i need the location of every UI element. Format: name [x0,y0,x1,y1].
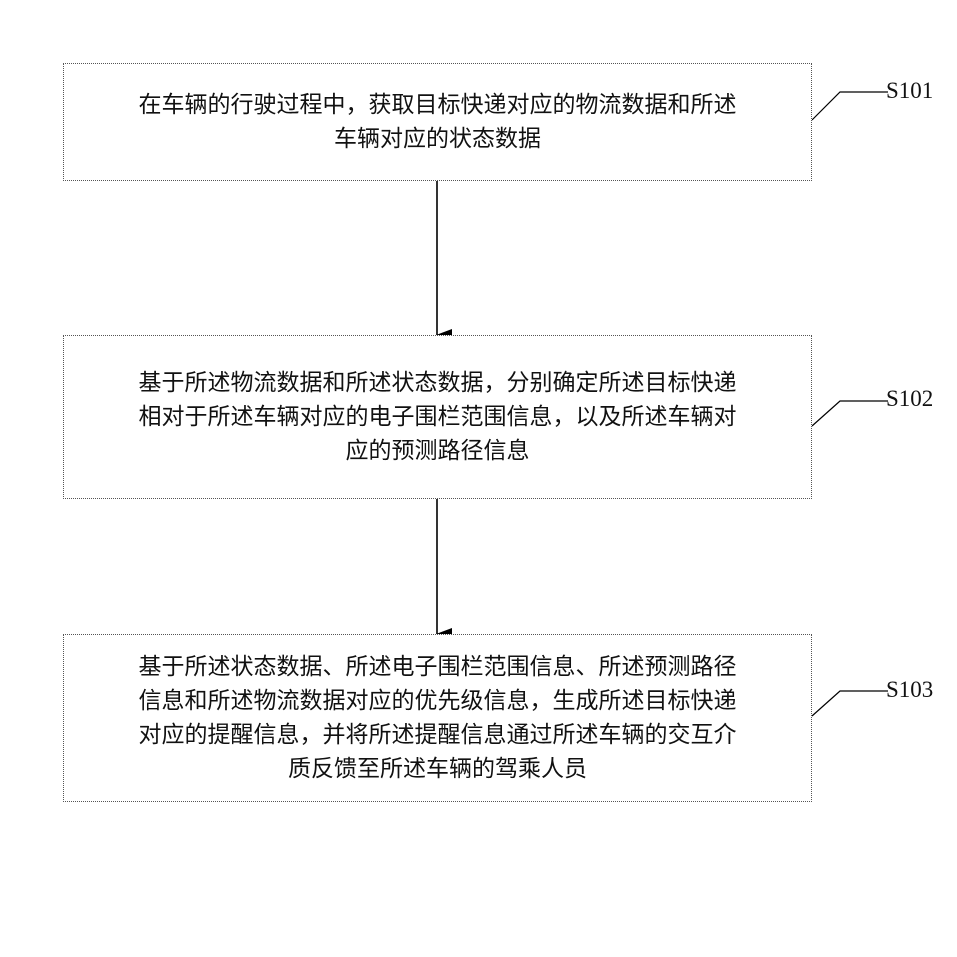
step-text-line: 基于所述物流数据和所述状态数据，分别确定所述目标快递 [139,366,737,400]
leader-line-s102 [812,401,888,426]
step-text-line: 信息和所述物流数据对应的优先级信息，生成所述目标快递 [139,684,737,718]
step-box-s102: 基于所述物流数据和所述状态数据，分别确定所述目标快递 相对于所述车辆对应的电子围… [63,335,812,499]
step-text-line: 质反馈至所述车辆的驾乘人员 [288,752,587,786]
leader-line-s101 [812,92,888,120]
step-text-line: 基于所述状态数据、所述电子围栏范围信息、所述预测路径 [139,650,737,684]
leader-line-s103 [812,691,888,716]
step-label-s102: S102 [886,386,933,412]
step-label-s101: S101 [886,78,933,104]
step-box-s103: 基于所述状态数据、所述电子围栏范围信息、所述预测路径 信息和所述物流数据对应的优… [63,634,812,802]
step-text-line: 相对于所述车辆对应的电子围栏范围信息，以及所述车辆对 [139,400,737,434]
step-text-line: 车辆对应的状态数据 [334,122,541,156]
step-text-line: 在车辆的行驶过程中，获取目标快递对应的物流数据和所述 [139,88,737,122]
step-text-line: 对应的提醒信息，并将所述提醒信息通过所述车辆的交互介 [139,718,737,752]
step-text-line: 应的预测路径信息 [346,434,530,468]
step-box-s101: 在车辆的行驶过程中，获取目标快递对应的物流数据和所述 车辆对应的状态数据 [63,63,812,181]
step-label-s103: S103 [886,677,933,703]
